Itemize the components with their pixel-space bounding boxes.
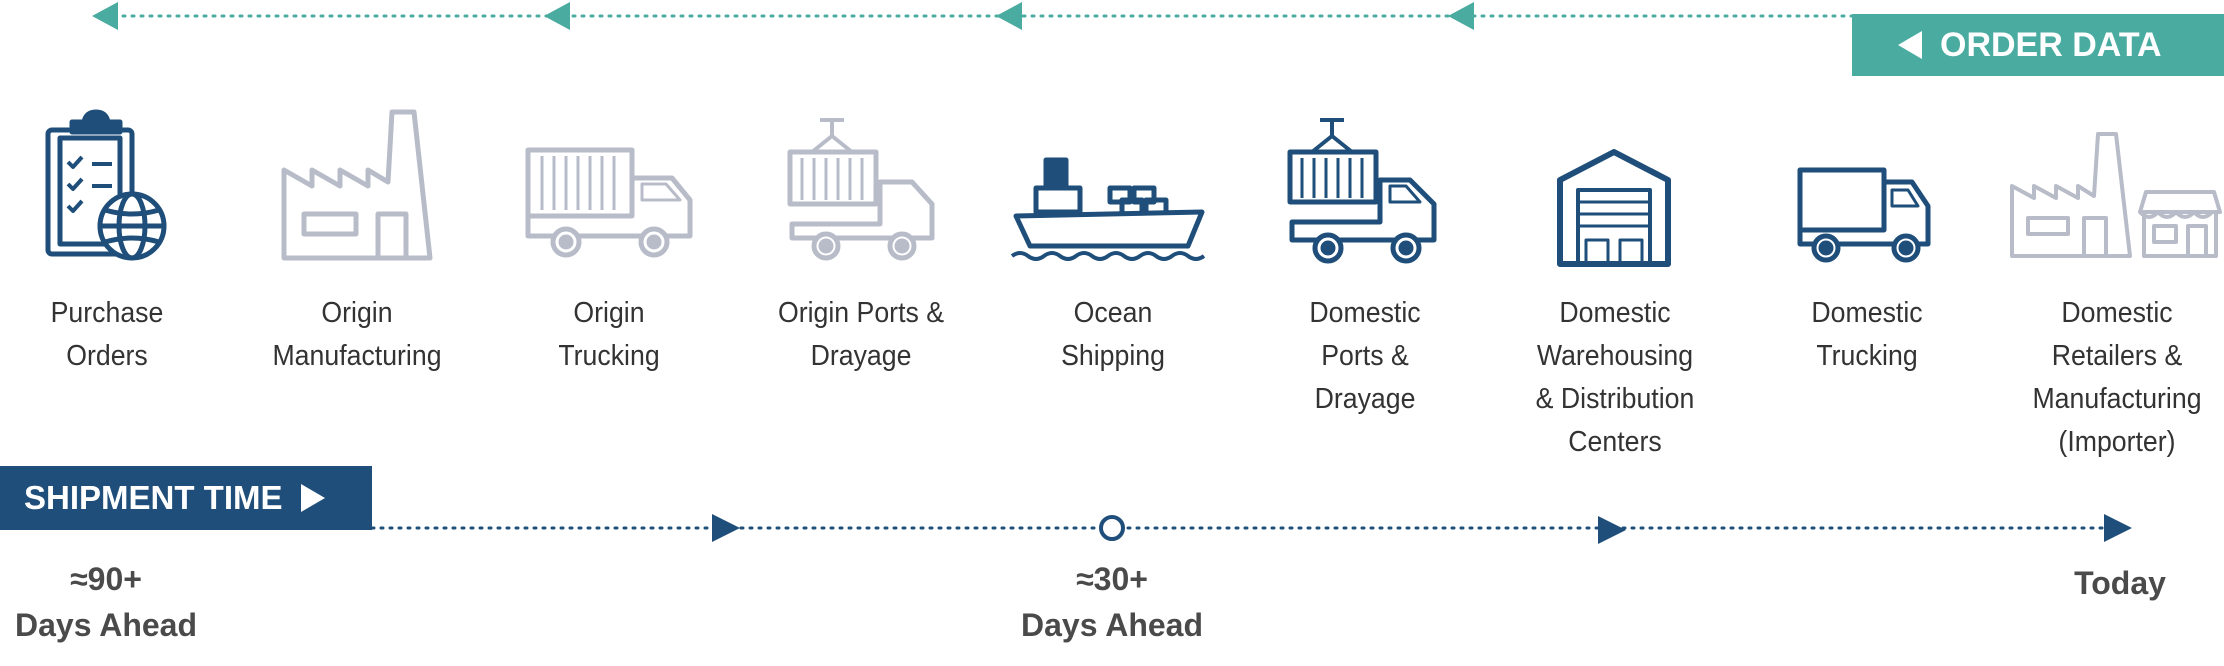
timeline-middle-label: ≈30+ Days Ahead: [1021, 561, 1203, 643]
crane-truck-icon: [787, 118, 935, 261]
box-truck-icon: [1797, 167, 1931, 263]
order-arrow-head: [544, 2, 570, 30]
shipment-time-label: SHIPMENT TIME: [24, 479, 283, 516]
cargo-ship-icon: [1010, 157, 1206, 261]
order-arrow-head: [1448, 2, 1474, 30]
container-truck-icon: [525, 147, 693, 258]
order-data-label: ORDER DATA: [1940, 25, 2162, 64]
timeline-arrow-head: [712, 514, 740, 542]
timeline-arrow-head: [1598, 516, 1626, 544]
left-arrow-icon: [1898, 31, 1922, 59]
right-arrow-icon: [300, 484, 325, 512]
timeline-arrow-head: [2104, 514, 2132, 542]
timeline-start-label: ≈90+ Days Ahead: [15, 561, 197, 643]
warehouse-icon: [1557, 149, 1671, 267]
factory-store-icon: [2010, 132, 2222, 258]
stage-label-origin-ports-drayage: Origin Ports &Drayage: [777, 297, 945, 372]
order-arrow-head: [996, 2, 1022, 30]
shipment-time-badge: SHIPMENT TIME: [0, 466, 372, 530]
timeline-end-label: Today: [2074, 565, 2166, 601]
factory-icon: [281, 109, 433, 261]
timeline-midpoint-marker: [1099, 515, 1125, 541]
order-arrow-head: [92, 2, 118, 30]
order-data-badge: ORDER DATA: [1852, 14, 2224, 76]
clipboard-globe-icon: [45, 109, 167, 261]
crane-truck-icon: [1287, 118, 1437, 264]
